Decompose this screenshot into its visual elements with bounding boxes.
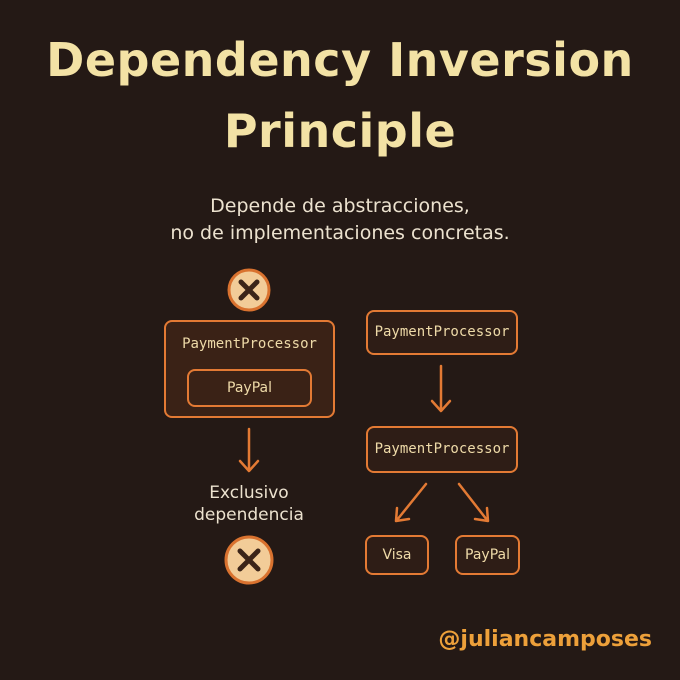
visa-label: Visa	[382, 547, 412, 563]
result-line-1: Exclusivo	[209, 483, 289, 503]
paypal-label: PayPal	[227, 380, 272, 396]
arrow-down-icon	[457, 482, 490, 523]
arrow-down-icon	[394, 482, 428, 523]
subtitle-line-1: Depende de abstracciones,	[210, 195, 470, 217]
result-line-2: dependencia	[194, 505, 304, 525]
visa-box: Visa	[365, 535, 429, 575]
result-text: Exclusivo dependencia	[179, 482, 319, 526]
payment-processor-box-middle: PaymentProcessor	[366, 426, 518, 473]
payment-processor-label: PaymentProcessor	[182, 336, 317, 352]
x-circle-icon	[227, 268, 271, 312]
x-circle-icon	[224, 535, 274, 585]
title-line-2: Principle	[223, 104, 457, 158]
payment-processor-label: PaymentProcessor	[374, 324, 510, 340]
paypal-label: PayPal	[465, 547, 510, 563]
payment-processor-box-top: PaymentProcessor	[366, 310, 518, 355]
paypal-box-right: PayPal	[455, 535, 520, 575]
payment-processor-box-left: PaymentProcessor PayPal	[164, 320, 335, 418]
author-handle: @juliancamposes	[438, 627, 652, 652]
arrow-down-icon	[238, 427, 260, 473]
title-line-1: Dependency Inversion	[46, 33, 634, 87]
payment-processor-label: PaymentProcessor	[374, 441, 510, 457]
arrow-down-icon	[430, 364, 452, 413]
paypal-box: PayPal	[187, 369, 312, 407]
subtitle-line-2: no de implementaciones concretas.	[170, 222, 510, 244]
